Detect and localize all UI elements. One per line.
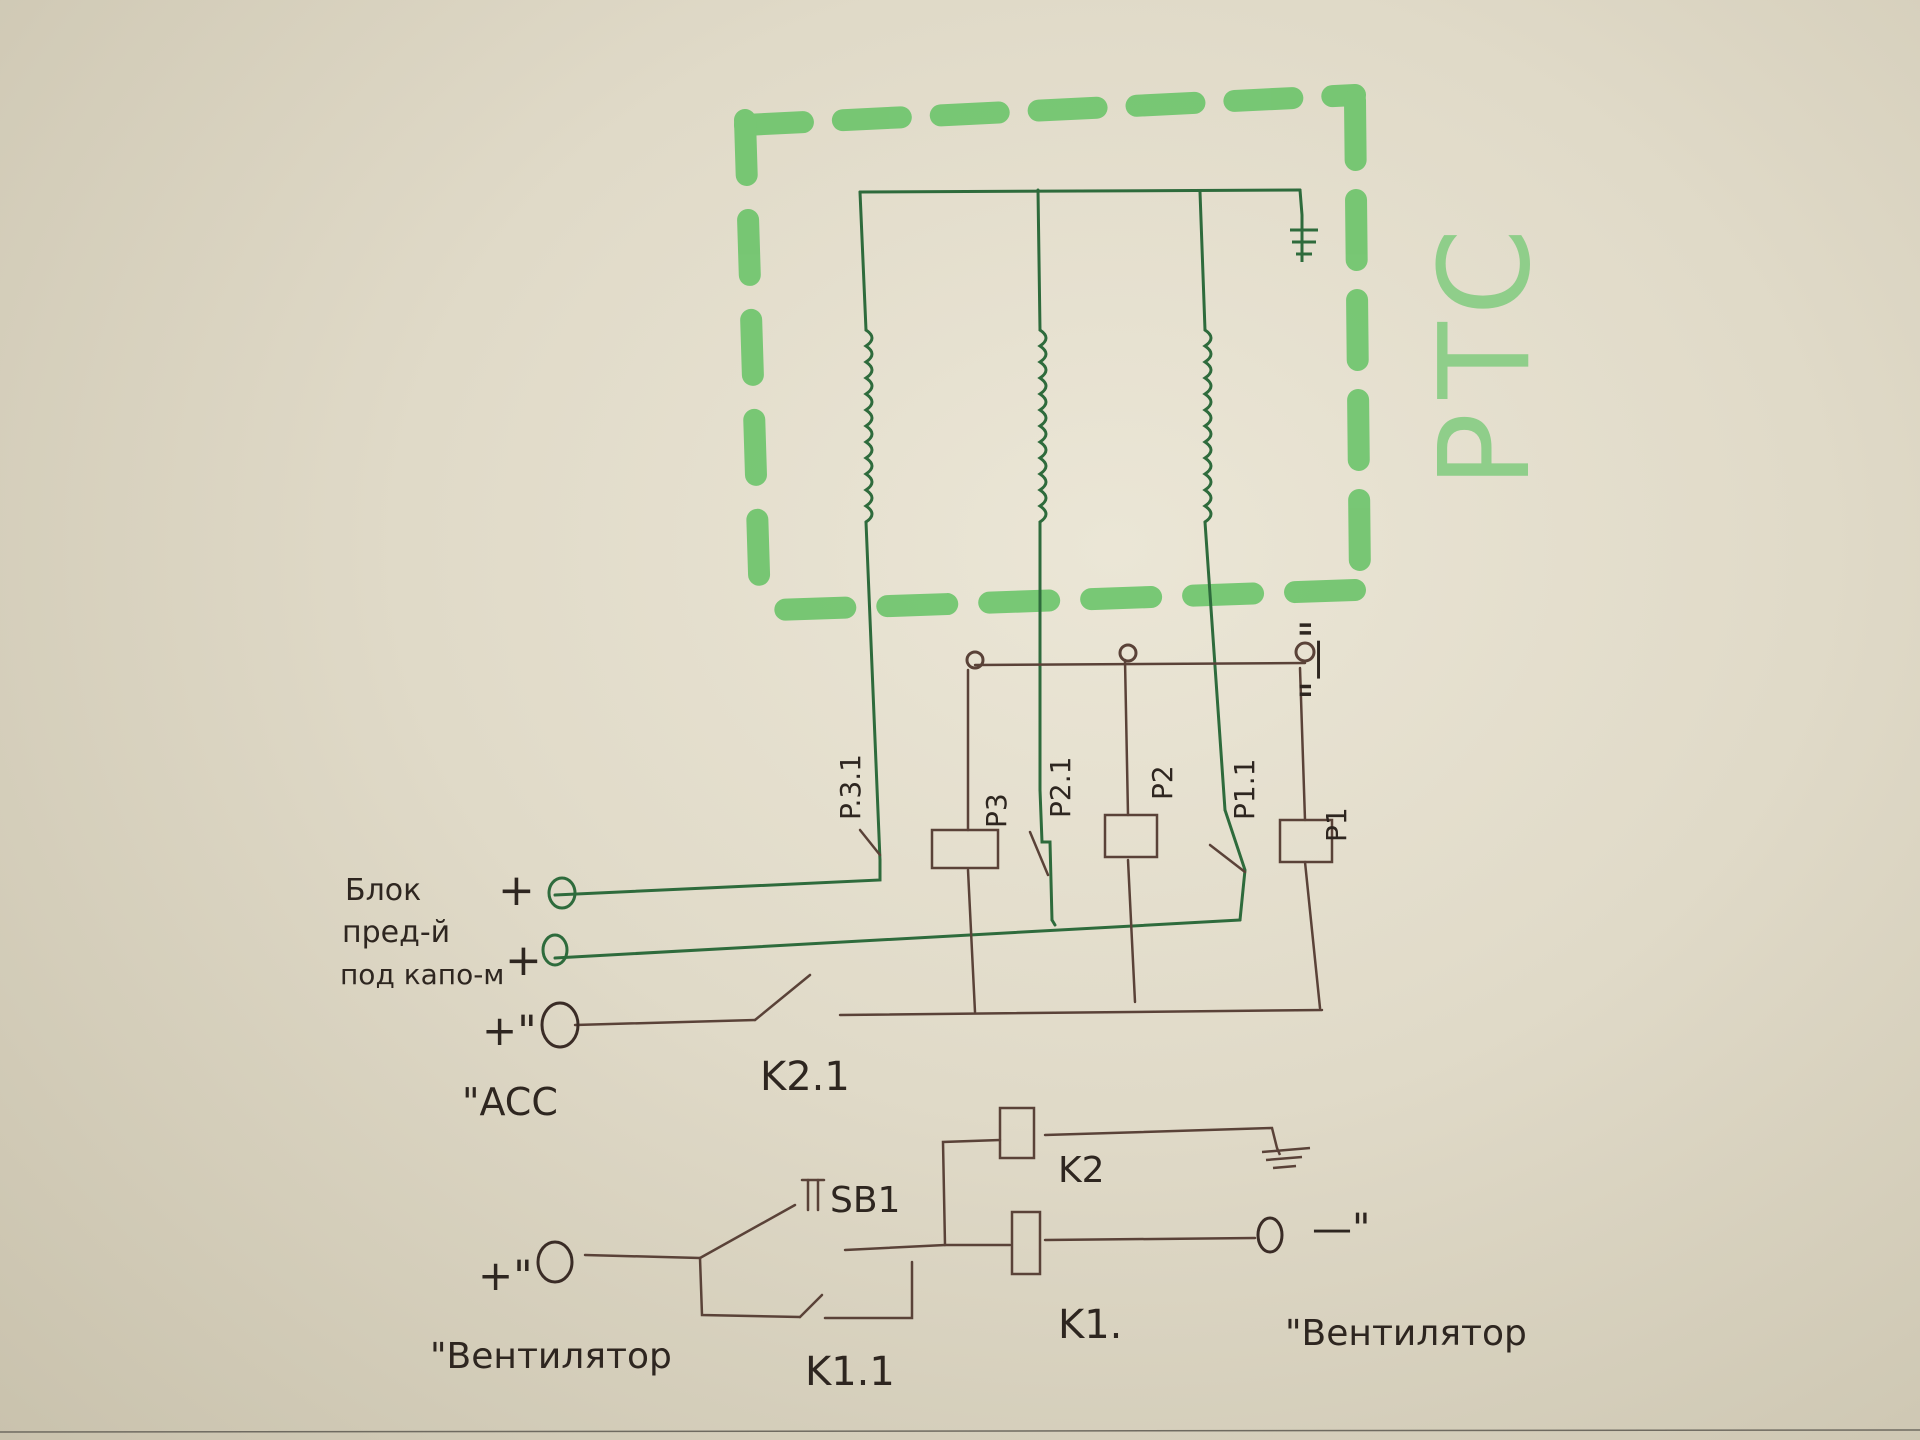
k11-label: K1.1 [805,1349,895,1395]
top-terminal-p3 [965,650,985,670]
fan-minus-label: —" [1312,1206,1370,1252]
relay-coil-p3 [930,828,1000,870]
relay-p2-contact-label: P2.1 [1044,757,1077,818]
heater-wiring [553,188,1304,960]
top-terminal-p2 [1118,643,1138,663]
acc-terminal [540,1001,580,1049]
plus-2-label: + [505,935,542,986]
block-label-line2: пред-й [342,915,450,950]
grid-paper-edge [0,1429,1920,1433]
relay-coil-p1 [1278,818,1334,864]
block-terminal-1 [547,876,577,910]
fan-terminal-right [1256,1216,1284,1254]
ground-icon-bottom [1261,1146,1311,1170]
top-terminal-p1 [1294,641,1316,663]
block-terminal-2 [541,933,569,967]
acc-plus-label: +" [482,1006,537,1055]
relay-p3-contact-label: P.3.1 [834,754,867,820]
control-wiring [573,658,1324,1320]
relay-coils [930,813,1334,1276]
k2-label: K2 [1058,1150,1105,1191]
relay-coil-k1 [1010,1210,1042,1276]
relay-p1-coil-label: P1 [1320,807,1353,842]
fan-label-right: "Вентилятор [1285,1313,1527,1354]
relay-p2-coil-label: P2 [1146,765,1179,800]
relay-coil-k2 [998,1106,1036,1160]
acc-label: "ACC [462,1080,558,1124]
relay-coil-p2 [1103,813,1159,859]
minus-top-label: "—" [1291,619,1340,700]
ptc-label: PTC [1413,214,1558,488]
k1-label: K1. [1058,1302,1122,1348]
relay-p3-coil-label: P3 [980,793,1013,828]
fan-plus-label: +" [478,1251,533,1300]
ground-icon [1290,215,1318,262]
block-label-line3: под капо-м [340,958,504,991]
fan-label-left: "Вентилятор [430,1336,672,1377]
terminal-circles [536,641,1316,1284]
ptc-enclosure [734,84,1371,621]
sb1-label: SB1 [830,1180,900,1221]
relay-p1-contact-label: P1.1 [1228,759,1261,820]
fan-terminal-left [536,1240,574,1284]
block-label-line1: Блок [345,873,421,908]
plus-1-label: + [498,865,535,916]
k21-label: K2.1 [760,1054,850,1100]
